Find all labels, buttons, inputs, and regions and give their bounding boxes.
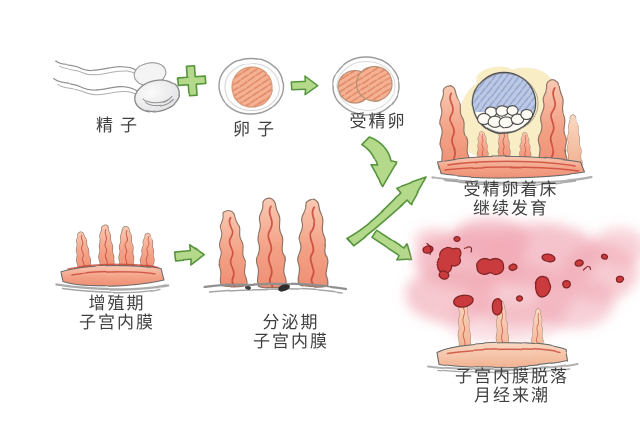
plus-icon <box>176 64 208 98</box>
arrow-branch-to-implantation <box>346 176 428 247</box>
proliferative-endometrium-illustration <box>54 224 170 294</box>
implantation-label: 受精卵着床 继续发育 <box>431 181 591 219</box>
implantation-label-line2: 继续发育 <box>473 199 549 219</box>
menstruation-label: 子宫内膜脱落 月经来潮 <box>427 368 597 406</box>
implantation-label-line1: 受精卵着床 <box>463 180 559 200</box>
secretory-label: 分泌期 子宫内膜 <box>231 314 351 352</box>
implantation-illustration <box>431 65 593 186</box>
arrow-proliferative-to-secretory <box>173 244 205 267</box>
fertilized-egg-illustration <box>332 56 400 116</box>
blastocyst <box>472 71 538 135</box>
menstruation-label-line2: 月经来潮 <box>474 386 550 406</box>
endometrium-fragments <box>422 236 625 315</box>
proliferative-label-line1: 增殖期 <box>88 294 146 314</box>
fertilized-egg-label: 受精卵 <box>349 112 407 132</box>
arrow-zygote-down <box>361 136 398 188</box>
menstruation-illustration <box>405 218 640 374</box>
egg-label: 卵子 <box>233 120 281 140</box>
egg-illustration <box>218 57 284 115</box>
sperm-illustration <box>53 60 180 113</box>
secretory-label-line1: 分泌期 <box>262 313 320 333</box>
secretory-endometrium-illustration <box>203 197 348 294</box>
secretory-label-line2: 子宫内膜 <box>253 332 329 352</box>
proliferative-label: 增殖期 子宫内膜 <box>57 295 177 333</box>
arrow-branch-to-menstruation <box>370 229 413 262</box>
arrow-egg-to-zygote <box>289 74 319 96</box>
sperm-label: 精子 <box>96 116 144 136</box>
pink-cloud <box>405 218 640 342</box>
proliferative-label-line2: 子宫内膜 <box>79 313 155 333</box>
menstruation-label-line1: 子宫内膜脱落 <box>455 367 569 387</box>
